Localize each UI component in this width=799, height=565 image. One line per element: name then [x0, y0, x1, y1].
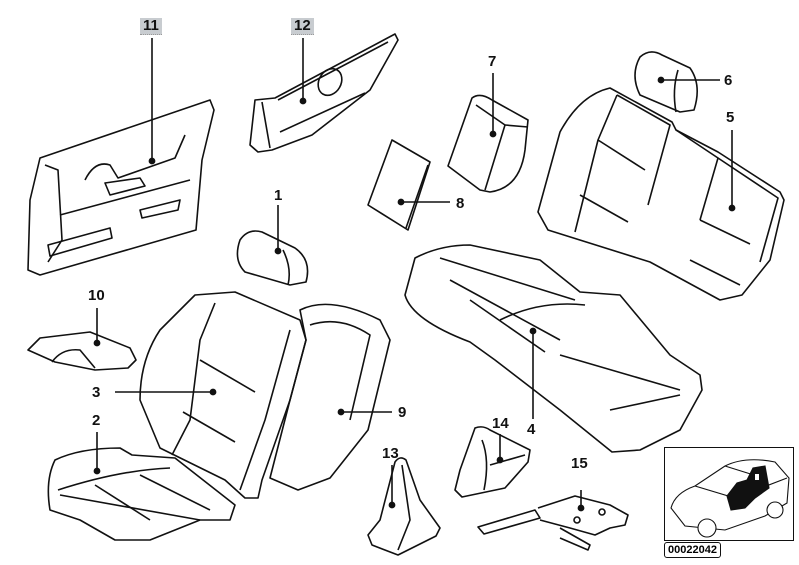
- part-13-gear-boot[interactable]: [367, 457, 441, 556]
- callout-11[interactable]: 11: [140, 18, 162, 35]
- anchor-dot-7: [489, 130, 497, 138]
- anchor-dot-5: [728, 204, 736, 212]
- part-2-front-cushion[interactable]: [47, 447, 236, 541]
- callout-7[interactable]: 7: [488, 53, 497, 70]
- anchor-dot-8: [397, 198, 405, 206]
- anchor-dot-2: [93, 467, 101, 475]
- callout-6[interactable]: 6: [724, 72, 733, 89]
- anchor-dot-9: [337, 408, 345, 416]
- callout-3[interactable]: 3: [92, 384, 101, 401]
- part-8-trim-panel[interactable]: [367, 139, 431, 231]
- part-11-door-panel[interactable]: [27, 99, 215, 276]
- callout-14[interactable]: 14: [492, 415, 509, 432]
- callout-5[interactable]: 5: [726, 109, 735, 126]
- anchor-dot-15: [577, 504, 585, 512]
- anchor-dot-3: [209, 388, 217, 396]
- part-1-front-headrest[interactable]: [236, 230, 309, 286]
- reference-number: 00022042: [664, 542, 721, 558]
- part-6-rear-headrest[interactable]: [634, 51, 698, 113]
- anchor-dot-10: [93, 339, 101, 347]
- anchor-dot-6: [657, 76, 665, 84]
- part-15-handbrake-lever[interactable]: [477, 495, 629, 551]
- part-14-handbrake-boot[interactable]: [454, 426, 531, 498]
- part-7-armrest-cover[interactable]: [447, 94, 529, 193]
- callout-9[interactable]: 9: [398, 404, 407, 421]
- callout-1[interactable]: 1: [274, 187, 283, 204]
- callout-15[interactable]: 15: [571, 455, 588, 472]
- anchor-dot-12: [299, 97, 307, 105]
- part-12-rear-panel[interactable]: [249, 33, 399, 153]
- callout-4[interactable]: 4: [527, 421, 536, 438]
- part-9-backrest-rear-panel[interactable]: [269, 303, 391, 491]
- part-10-armrest[interactable]: [27, 331, 137, 371]
- callout-2[interactable]: 2: [92, 412, 101, 429]
- part-4-rear-cushion[interactable]: [404, 244, 703, 453]
- callout-8[interactable]: 8: [456, 195, 465, 212]
- part-5-rear-backrest[interactable]: [537, 87, 785, 301]
- car-outline-icon: [670, 459, 790, 538]
- part-3-front-backrest[interactable]: [139, 291, 307, 499]
- anchor-dot-11: [148, 157, 156, 165]
- anchor-dot-1: [274, 247, 282, 255]
- anchor-dot-13: [388, 501, 396, 509]
- callout-12[interactable]: 12: [291, 18, 314, 35]
- car-locator-inset: [664, 447, 794, 541]
- callout-10[interactable]: 10: [88, 287, 105, 304]
- anchor-dot-14: [496, 456, 504, 464]
- callout-13[interactable]: 13: [382, 445, 399, 462]
- anchor-dot-4: [529, 327, 537, 335]
